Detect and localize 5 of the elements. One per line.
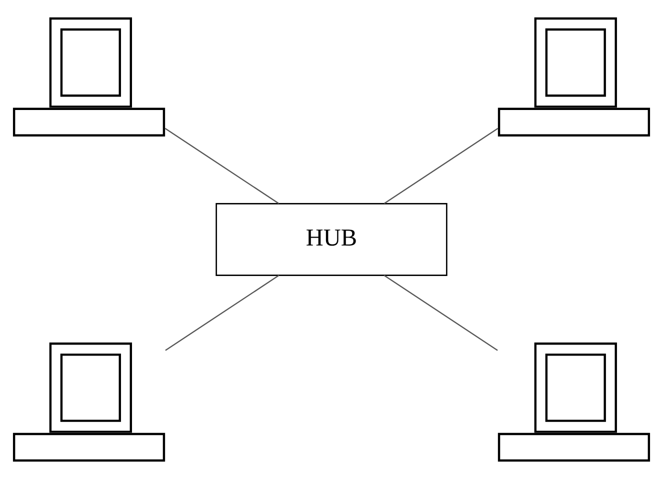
connector [165,274,280,350]
node-box: HUB [216,202,448,276]
connector [164,127,280,204]
connector [384,274,498,350]
connector [384,127,498,204]
